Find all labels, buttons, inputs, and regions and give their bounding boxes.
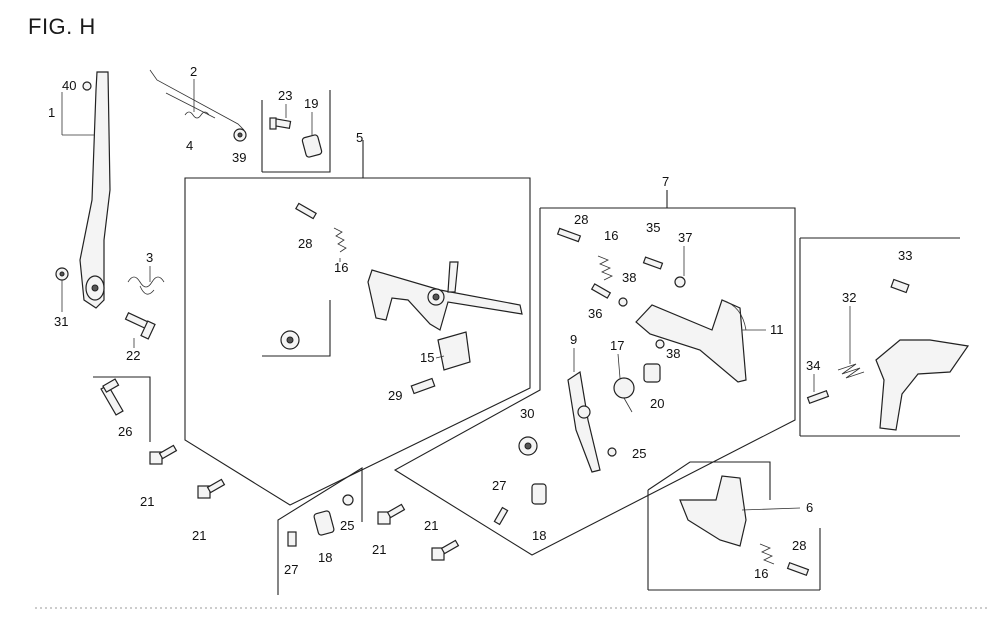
part-28-bolt-a	[295, 202, 317, 220]
part-27-screw-b	[287, 531, 297, 547]
part-38-washer-b	[655, 339, 665, 349]
part-25-clip-b	[342, 494, 354, 506]
part-21-bolt-a	[149, 444, 178, 465]
group-7-outline	[393, 190, 796, 556]
callout-38b: 38	[666, 346, 680, 361]
callout-33: 33	[898, 248, 912, 263]
callout-30: 30	[520, 406, 534, 421]
callout-4: 4	[186, 138, 193, 153]
callout-5: 5	[356, 130, 363, 145]
callout-23: 23	[278, 88, 292, 103]
part-6-bracket	[679, 475, 747, 547]
part-20-collar	[643, 363, 661, 383]
callout-11: 11	[770, 322, 784, 337]
part-30-nut	[518, 436, 538, 456]
part-4-spring	[184, 111, 210, 119]
part-40-nut	[82, 81, 92, 91]
callout-16b: 16	[604, 228, 618, 243]
part-36-bolt	[590, 283, 612, 299]
callout-26: 26	[118, 424, 132, 439]
callout-18b: 18	[318, 550, 332, 565]
part-34-bolt	[806, 389, 830, 405]
part-35-bolt	[642, 256, 664, 270]
part-21-bolt-c	[377, 503, 406, 525]
callout-22: 22	[126, 348, 140, 363]
part-11-bracket	[635, 299, 747, 383]
part-17-spring	[613, 377, 635, 413]
part-22-screw	[124, 311, 156, 340]
callout-21a: 21	[140, 494, 154, 509]
group-6-outline	[647, 461, 821, 591]
callout-32: 32	[842, 290, 856, 305]
group-26-outline	[93, 376, 151, 442]
part-16-spring-c	[759, 543, 775, 565]
callout-31: 31	[54, 314, 68, 329]
part-nut-inset	[262, 300, 331, 357]
callout-39: 39	[232, 150, 246, 165]
part-18-collar-b	[313, 510, 335, 536]
callout-2: 2	[190, 64, 197, 79]
callout-21c: 21	[372, 542, 386, 557]
figure-title: FIG. H	[28, 14, 96, 39]
callout-34: 34	[806, 358, 820, 373]
callout-9: 9	[570, 332, 577, 347]
part-27-screw-a	[493, 506, 509, 526]
callout-29: 29	[388, 388, 402, 403]
callout-1: 1	[48, 105, 55, 120]
part-16-spring-a	[333, 227, 347, 253]
part-9-lever	[567, 370, 601, 473]
part-2-rod	[149, 69, 245, 131]
callout-27a: 27	[492, 478, 506, 493]
part-16-spring-b	[597, 255, 613, 281]
callout-16a: 16	[334, 260, 348, 275]
part-25-clip-a	[607, 447, 617, 457]
part-21-bolt-d	[431, 539, 460, 561]
callout-25a: 25	[632, 446, 646, 461]
part-26-bolt	[100, 378, 124, 416]
callout-6: 6	[806, 500, 813, 515]
callout-27b: 27	[284, 562, 298, 577]
callout-7: 7	[662, 174, 669, 189]
group-right-outline	[799, 237, 960, 437]
part-3-spring	[127, 276, 165, 295]
callout-35: 35	[646, 220, 660, 235]
part-18-collar-a	[531, 483, 547, 505]
callout-25b: 25	[340, 518, 354, 533]
part-19-collar	[301, 134, 323, 158]
part-29-bolt	[410, 377, 436, 395]
callout-40: 40	[62, 78, 76, 93]
part-28-bolt-c	[786, 561, 810, 577]
callout-20: 20	[650, 396, 664, 411]
callout-36: 36	[588, 306, 602, 321]
part-15-plate	[437, 331, 471, 371]
callout-15: 15	[420, 350, 434, 365]
part-5-governor-arm	[367, 261, 523, 331]
callout-17: 17	[610, 338, 624, 353]
part-37-nut	[674, 276, 686, 288]
callout-28b: 28	[574, 212, 588, 227]
callout-28c: 28	[792, 538, 806, 553]
callout-3: 3	[146, 250, 153, 265]
callout-28a: 28	[298, 236, 312, 251]
group-lower-left-outline	[277, 467, 363, 595]
callout-16c: 16	[754, 566, 768, 581]
part-1-lever	[79, 71, 111, 309]
callout-37: 37	[678, 230, 692, 245]
part-32-spring	[837, 363, 865, 379]
group-5-outline	[184, 140, 531, 506]
part-28-bolt-b	[556, 227, 582, 243]
group-19-outline	[261, 90, 331, 173]
callout-21d: 21	[424, 518, 438, 533]
part-33-bolt	[890, 278, 910, 294]
callout-19: 19	[304, 96, 318, 111]
callout-38a: 38	[622, 270, 636, 285]
part-23-bolt	[269, 117, 292, 130]
part-21-bolt-b	[197, 478, 226, 499]
part-38-washer-a	[618, 297, 628, 307]
callout-21b: 21	[192, 528, 206, 543]
part-right-bracket	[875, 339, 970, 431]
callout-18a: 18	[532, 528, 546, 543]
